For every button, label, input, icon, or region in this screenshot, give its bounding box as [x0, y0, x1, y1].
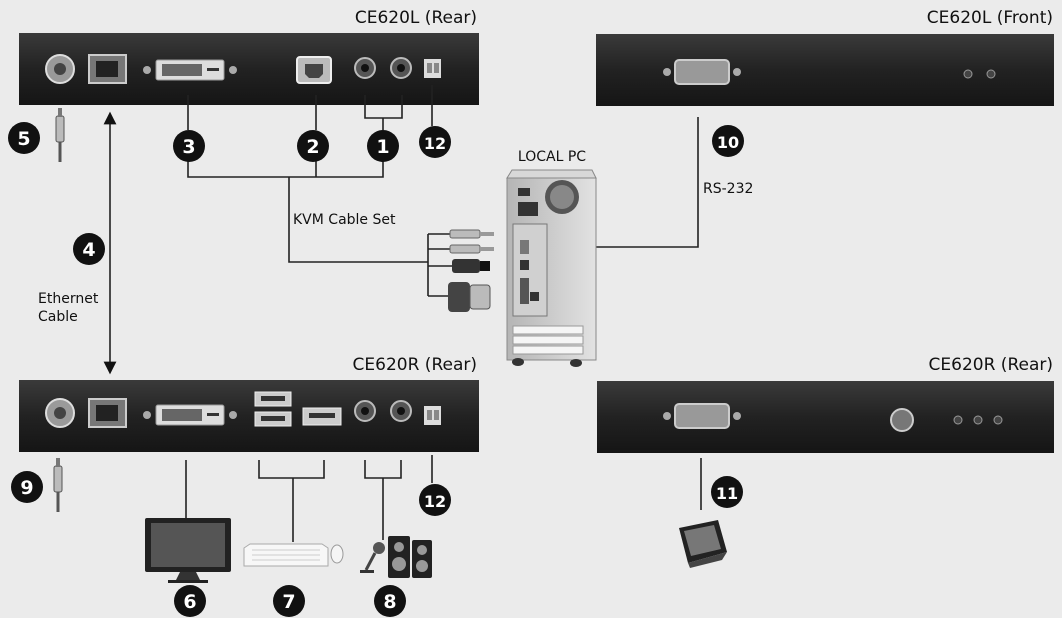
callout-8: 8 [374, 585, 406, 617]
callout-9: 9 [11, 471, 43, 503]
callout-3-number: 3 [182, 136, 195, 158]
power-jack-icon [45, 54, 75, 84]
led-indicator-icon [963, 69, 973, 79]
callout-4: 4 [73, 233, 105, 265]
callout-12-top: 12 [419, 126, 451, 158]
ethernet-label-line1: Ethernet [38, 291, 99, 307]
callout-8-number: 8 [383, 591, 396, 613]
local-pc-label: LOCAL PC [518, 149, 586, 165]
audio-jack-icon [390, 400, 412, 422]
dvi-plug-icon [448, 282, 491, 312]
monitor-icon [145, 518, 231, 583]
microphone-icon [360, 542, 385, 573]
callout-2-number: 2 [306, 136, 319, 158]
rs232-label: RS-232 [703, 181, 753, 197]
touch-panel-icon [679, 520, 727, 568]
callout-2: 2 [297, 130, 329, 162]
callout-7-number: 7 [282, 591, 295, 613]
audio-jack-icon [354, 400, 376, 422]
callout-10-number: 10 [717, 133, 739, 152]
callout-6: 6 [174, 585, 206, 617]
ce620l-rear-title: CE620L (Rear) [355, 8, 477, 28]
local-pc-icon [506, 169, 597, 367]
ce620r-rear-title-left: CE620R (Rear) [353, 355, 477, 375]
audio-plug-icon [449, 229, 494, 239]
serial-port-icon [663, 59, 741, 85]
usb-a-port-icon [254, 391, 292, 427]
callout-9-number: 9 [20, 477, 33, 499]
callout-4-number: 4 [82, 239, 95, 261]
led-indicator-icon [993, 415, 1003, 425]
callout-7: 7 [273, 585, 305, 617]
serial-port-icon [663, 403, 741, 429]
speakers-icon [388, 536, 432, 578]
dip-switch-icon [424, 59, 441, 78]
callout-11: 11 [711, 476, 743, 508]
power-adapter-icon [55, 108, 65, 162]
ce620l-front-panel [596, 34, 1054, 106]
mouse-icon [330, 544, 344, 564]
callout-12-bottom-number: 12 [424, 492, 446, 511]
ethernet-label-line2: Cable [38, 309, 78, 325]
audio-plug-icon [449, 244, 494, 254]
callout-10: 10 [712, 125, 744, 157]
led-indicator-icon [953, 415, 963, 425]
audio-jack-icon [354, 57, 376, 79]
ce620r-rear-panel-right [597, 381, 1054, 453]
power-jack-icon [45, 398, 75, 428]
usb-b-port-icon [296, 56, 332, 84]
push-button-icon [890, 408, 914, 432]
callout-12-bottom: 12 [419, 484, 451, 516]
keyboard-icon [243, 543, 329, 567]
rj45-port-icon [88, 398, 127, 428]
usb-plug-icon [452, 259, 490, 273]
usb-a-port-icon [302, 407, 342, 426]
callout-11-number: 11 [716, 484, 738, 503]
callout-1-number: 1 [376, 136, 389, 158]
power-adapter-icon [53, 458, 63, 512]
callout-1: 1 [367, 130, 399, 162]
dvi-port-icon [143, 404, 237, 426]
callout-12-top-number: 12 [424, 134, 446, 153]
audio-jack-icon [390, 57, 412, 79]
led-indicator-icon [973, 415, 983, 425]
ce620l-rear-panel [19, 33, 479, 105]
ce620r-rear-title-right: CE620R (Rear) [929, 355, 1053, 375]
kvm-cable-set-label: KVM Cable Set [293, 212, 396, 228]
rj45-port-icon [88, 54, 127, 84]
dvi-port-icon [143, 59, 237, 81]
callout-6-number: 6 [183, 591, 196, 613]
led-indicator-icon [986, 69, 996, 79]
ce620r-rear-panel-left [19, 380, 479, 452]
callout-5-number: 5 [17, 128, 30, 150]
callout-5: 5 [8, 122, 40, 154]
callout-3: 3 [173, 130, 205, 162]
dip-switch-icon [424, 406, 441, 425]
ce620l-front-title: CE620L (Front) [927, 8, 1053, 28]
